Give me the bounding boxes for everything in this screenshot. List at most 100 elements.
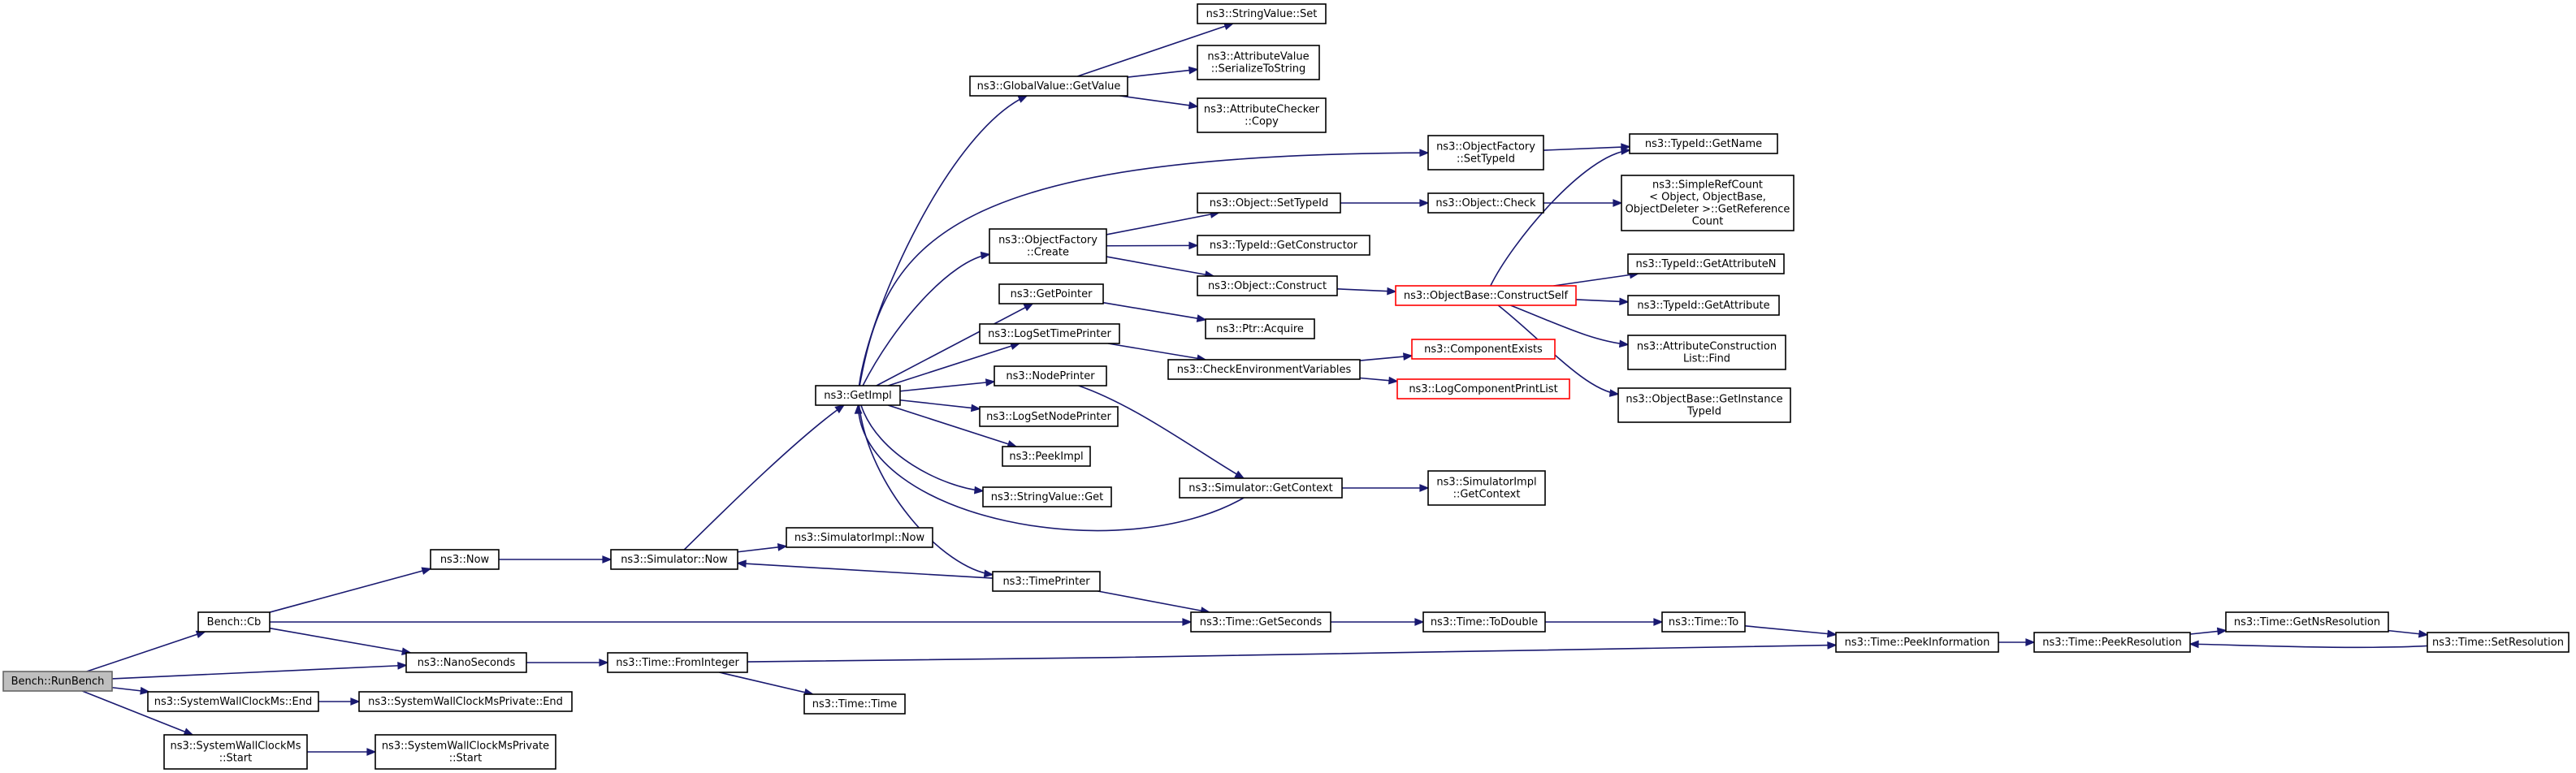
node-objfactory_settypeid[interactable]: ns3::ObjectFactory::SetTypeId <box>1427 135 1544 171</box>
edge-line <box>1119 95 1198 107</box>
node-time_peekresolution[interactable]: ns3::Time::PeekResolution <box>2033 632 2191 653</box>
node-typeid_getconstructor[interactable]: ns3::TypeId::GetConstructor <box>1197 235 1370 256</box>
node-box <box>815 385 901 406</box>
edge-getimpl-to-nodeprinter <box>899 378 996 392</box>
node-swcp_end[interactable]: ns3::SystemWallClockMsPrivate::End <box>358 691 573 712</box>
node-label: ns3::Time::PeekResolution <box>2042 637 2181 649</box>
edge-nanoseconds-to-time_frominteger <box>526 659 609 667</box>
node-objfactory_create[interactable]: ns3::ObjectFactory::Create <box>989 228 1107 264</box>
edge-line <box>862 253 990 386</box>
node-stringvalue_get[interactable]: ns3::StringValue::Get <box>982 486 1112 507</box>
node-box <box>1197 45 1320 80</box>
node-checkenvvars[interactable]: ns3::CheckEnvironmentVariables <box>1167 359 1361 380</box>
node-simimpl_getcontext[interactable]: ns3::SimulatorImpl::GetContext <box>1427 470 1546 506</box>
node-time_peekinformation[interactable]: ns3::Time::PeekInformation <box>1835 632 1999 653</box>
edge-swc_start-to-swcp_start <box>307 748 377 756</box>
edge-line <box>683 404 845 551</box>
node-getimpl[interactable]: ns3::GetImpl <box>815 385 901 406</box>
node-stringvalue_set[interactable]: ns3::StringValue::Set <box>1197 3 1327 24</box>
edge-line <box>2189 643 2428 649</box>
edge-globalvalue_getvalue-to-attrchecker_copy <box>1119 95 1199 110</box>
node-swcp_start[interactable]: ns3::SystemWallClockMsPrivate::Start <box>374 734 556 770</box>
edge-time_to-to-time_peekinformation <box>1744 625 1838 638</box>
node-label: ::SetTypeId <box>1457 153 1515 166</box>
edge-swc_end-to-swcp_end <box>318 697 361 706</box>
node-attrchecker_copy[interactable]: ns3::AttributeChecker::Copy <box>1197 97 1327 133</box>
edge-bench_runbench-to-swc_end <box>111 686 150 695</box>
node-time_todouble[interactable]: ns3::Time::ToDouble <box>1422 611 1546 633</box>
node-simulator_getcontext[interactable]: ns3::Simulator::GetContext <box>1179 477 1343 499</box>
node-time_getseconds[interactable]: ns3::Time::GetSeconds <box>1190 611 1331 633</box>
node-timeprinter[interactable]: ns3::TimePrinter <box>992 571 1101 592</box>
node-time_setresolution[interactable]: ns3::Time::SetResolution <box>2427 632 2570 653</box>
node-attrvalue_serialize[interactable]: ns3::AttributeValue::SerializeToString <box>1197 45 1320 80</box>
node-box <box>1617 387 1791 423</box>
edge-getimpl-to-objfactory_settypeid <box>859 149 1430 386</box>
node-peekimpl[interactable]: ns3::PeekImpl <box>1002 446 1091 467</box>
node-typeid_getattributen[interactable]: ns3::TypeId::GetAttributeN <box>1627 253 1785 274</box>
edge-line <box>269 627 411 654</box>
edge-line <box>737 562 994 579</box>
node-swc_start[interactable]: ns3::SystemWallClockMs::Start <box>163 734 308 770</box>
node-simulator_now[interactable]: ns3::Simulator::Now <box>610 549 738 570</box>
edge-checkenvvars-to-logcomponentprintlist <box>1359 376 1399 385</box>
node-getpointer[interactable]: ns3::GetPointer <box>998 283 1104 304</box>
node-label: Count <box>1692 216 1724 228</box>
node-time_frominteger[interactable]: ns3::Time::FromInteger <box>607 652 748 673</box>
node-logsetnodeprinter[interactable]: ns3::LogSetNodePrinter <box>979 406 1119 427</box>
edge-bench_cb-to-time_getseconds <box>270 618 1193 626</box>
node-time_time[interactable]: ns3::Time::Time <box>803 693 906 715</box>
node-swc_end[interactable]: ns3::SystemWallClockMs::End <box>147 691 319 712</box>
node-object_check[interactable]: ns3::Object::Check <box>1427 192 1544 214</box>
edge-line <box>269 568 431 613</box>
node-typeid_getname[interactable]: ns3::TypeId::GetName <box>1629 133 1778 154</box>
node-simplerefcount[interactable]: ns3::SimpleRefCount< Object, ObjectBase,… <box>1621 175 1795 231</box>
node-logcomponentprintlist[interactable]: ns3::LogComponentPrintList <box>1396 378 1570 399</box>
edge-simulator_now-to-getimpl <box>683 404 846 551</box>
edge-now-to-simulator_now <box>499 555 613 564</box>
edge-line <box>1102 301 1206 321</box>
node-logsettimeprinter[interactable]: ns3::LogSetTimePrinter <box>979 323 1120 344</box>
node-typeid_getattribute[interactable]: ns3::TypeId::GetAttribute <box>1627 295 1780 316</box>
edge-line <box>1078 385 1245 479</box>
edge-line <box>1744 625 1837 636</box>
edge-objectbase_constructself-to-typeid_getattributen <box>1553 270 1640 287</box>
node-label: ns3::Time::GetSeconds <box>1200 616 1323 628</box>
node-label: ns3::TypeId::GetAttribute <box>1637 300 1769 312</box>
node-box <box>607 652 748 673</box>
node-box <box>1190 611 1331 633</box>
node-nodeprinter[interactable]: ns3::NodePrinter <box>994 365 1107 386</box>
edge-simulator_now-to-simimpl_now <box>737 543 788 553</box>
edge-line <box>1106 256 1214 277</box>
node-simimpl_now[interactable]: ns3::SimulatorImpl::Now <box>786 527 933 548</box>
node-box <box>989 228 1107 264</box>
node-object_construct[interactable]: ns3::Object::Construct <box>1197 275 1338 296</box>
node-label: ns3::Time::ToDouble <box>1431 616 1538 628</box>
node-time_to[interactable]: ns3::Time::To <box>1661 611 1746 633</box>
node-componentexists[interactable]: ns3::ComponentExists <box>1411 339 1556 360</box>
node-label: ns3::LogSetNodePrinter <box>986 411 1111 423</box>
edge-line <box>1106 212 1219 235</box>
edge-simulator_getcontext-to-getimpl <box>854 404 1245 532</box>
node-bench_cb[interactable]: Bench::Cb <box>197 611 271 633</box>
arrowhead-icon <box>1608 389 1620 397</box>
node-ptr_acquire[interactable]: ns3::Ptr::Acquire <box>1205 318 1315 339</box>
node-objectbase_constructself[interactable]: ns3::ObjectBase::ConstructSelf <box>1395 285 1577 306</box>
node-bench_runbench[interactable]: Bench::RunBench <box>2 671 113 692</box>
node-object_settypeid[interactable]: ns3::Object::SetTypeId <box>1197 192 1341 214</box>
node-now[interactable]: ns3::Now <box>430 549 500 570</box>
arrowhead-icon <box>983 569 994 578</box>
node-label: ns3::SimulatorImpl <box>1436 477 1536 489</box>
node-box <box>1627 253 1785 274</box>
edge-simulator_getcontext-to-simimpl_getcontext <box>1342 484 1430 492</box>
edge-bench_cb-to-nanoseconds <box>269 627 412 655</box>
node-label: ns3::LogComponentPrintList <box>1409 383 1557 395</box>
node-label: Bench::RunBench <box>11 676 105 688</box>
node-label: ns3::Object::SetTypeId <box>1210 197 1328 209</box>
node-nanoseconds[interactable]: ns3::NanoSeconds <box>405 652 527 673</box>
node-time_getnsresolution[interactable]: ns3::Time::GetNsResolution <box>2225 611 2389 633</box>
node-globalvalue_getvalue[interactable]: ns3::GlobalValue::GetValue <box>969 76 1128 97</box>
